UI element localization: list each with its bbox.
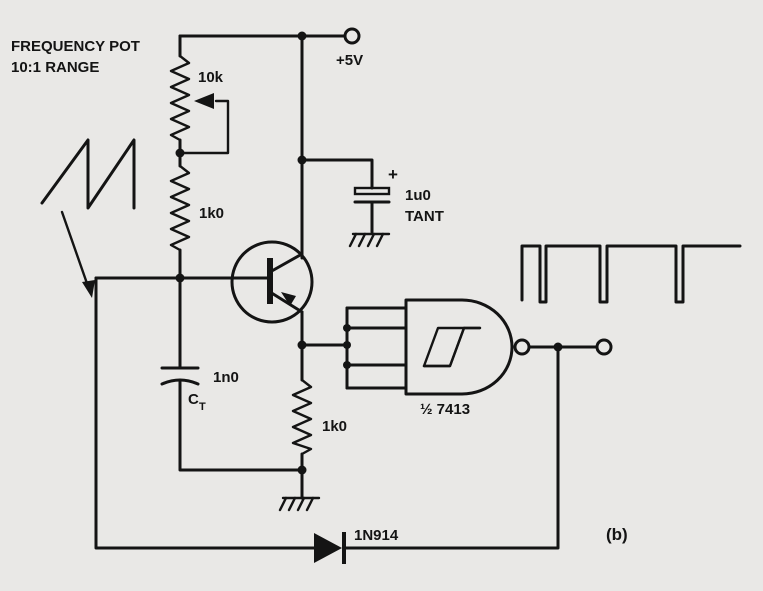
feedback-left-wire bbox=[94, 276, 316, 550]
pot-value-label: 10k bbox=[198, 69, 224, 86]
ground-symbol-tant bbox=[348, 232, 391, 248]
ct-bottom-plate bbox=[160, 378, 200, 386]
supply-terminal bbox=[343, 27, 361, 45]
tant-value-label: 1u0 bbox=[405, 187, 431, 204]
supply-label: +5V bbox=[336, 52, 363, 69]
ct-value-label: 1n0 bbox=[213, 369, 239, 386]
transistor-collector bbox=[268, 252, 304, 274]
transistor-body bbox=[230, 240, 314, 324]
diode-triangle bbox=[314, 533, 342, 563]
nand-output-bubble bbox=[513, 338, 531, 356]
ct-name-label: C bbox=[188, 391, 199, 408]
nand-gate-body bbox=[404, 298, 514, 396]
pot-wiper-wire bbox=[178, 99, 230, 155]
ct-subscript-label: T bbox=[199, 401, 206, 413]
gate-name-label: ½ 7413 bbox=[420, 401, 470, 418]
sawtooth-arrow-line bbox=[60, 210, 92, 294]
junction-gate-2 bbox=[343, 341, 351, 349]
ground-symbol-main bbox=[278, 496, 321, 512]
tant-cap-top-plate bbox=[353, 186, 391, 196]
ct-bottom-wire bbox=[178, 380, 304, 472]
junction-pot bbox=[175, 148, 185, 158]
r-series-label: 1k0 bbox=[199, 205, 224, 222]
pot-wiper-arrowhead bbox=[194, 93, 214, 109]
figure-label: (b) bbox=[606, 525, 628, 544]
sawtooth-waveform bbox=[40, 138, 136, 210]
r-emitter-resistor bbox=[291, 378, 313, 456]
junction-gate-3 bbox=[343, 361, 351, 369]
square-waveform bbox=[520, 244, 742, 304]
junction-ground bbox=[297, 465, 307, 475]
tant-type-label: TANT bbox=[405, 208, 444, 225]
r-emitter-label: 1k0 bbox=[322, 418, 347, 435]
schmitt-hysteresis-symbol-3 bbox=[422, 326, 466, 368]
freq-pot-label-2: 10:1 RANGE bbox=[11, 59, 99, 76]
diode-name-label: 1N914 bbox=[354, 527, 399, 544]
pot-resistor bbox=[169, 54, 191, 142]
sawtooth-arrowhead bbox=[82, 280, 95, 298]
tant-cap-wire bbox=[300, 158, 374, 190]
tant-polarity-label: + bbox=[388, 165, 398, 184]
junction-gate-1 bbox=[343, 324, 351, 332]
output-terminal bbox=[595, 338, 613, 356]
feedback-right-wire bbox=[342, 345, 560, 550]
transistor-emitter-arrow bbox=[281, 292, 296, 306]
freq-pot-label-1: FREQUENCY POT bbox=[11, 38, 140, 55]
r-series-resistor bbox=[169, 164, 191, 252]
schmitt-hysteresis-symbol-2 bbox=[422, 326, 482, 368]
transistor-emitter bbox=[268, 290, 304, 314]
